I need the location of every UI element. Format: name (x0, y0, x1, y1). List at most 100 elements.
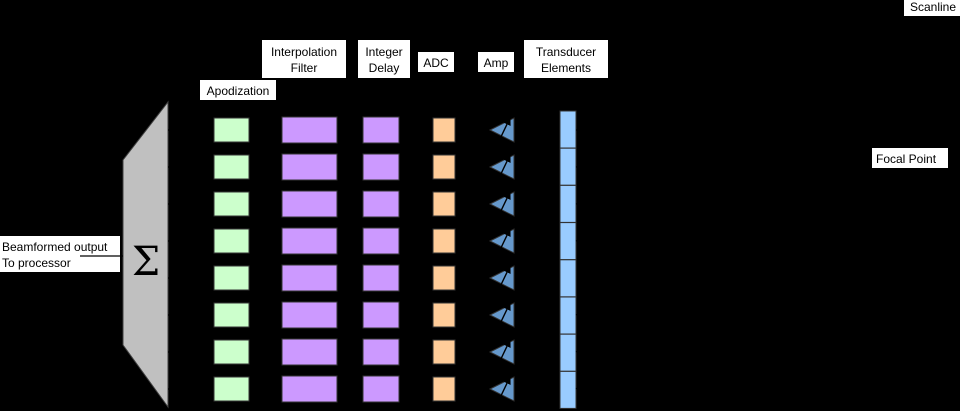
label-bg-amp (478, 52, 514, 72)
label-bg-apodization (200, 80, 276, 100)
integer-delay-block (362, 116, 400, 144)
beam-line (575, 127, 817, 242)
transducer-element (559, 370, 577, 409)
adc-block (432, 302, 456, 328)
label-bg-adc (418, 52, 454, 72)
transducer-label-line2: Elements (541, 61, 591, 75)
transducer-element (559, 184, 577, 223)
integer-delay-label-line1: Integer (365, 45, 402, 59)
amp-symbol (488, 191, 515, 217)
beam-line (575, 127, 817, 316)
summer-symbol: Σ (132, 239, 160, 285)
transducer-element (559, 110, 577, 149)
amp-label: Amp (484, 56, 509, 70)
focal-point-label: Focal Point (876, 152, 937, 166)
channel-7 (168, 333, 577, 372)
focal-point-dot (811, 123, 821, 133)
integer-delay-block (362, 190, 400, 218)
beam-line (575, 127, 817, 205)
interpolation-filter-block (281, 116, 338, 144)
adc-block (432, 265, 456, 291)
transducer-element (559, 147, 577, 186)
amp-gain-arrow (497, 191, 511, 218)
adc-block (432, 376, 456, 402)
beam-lines (575, 127, 817, 390)
apodization-block (213, 191, 250, 217)
channel-3 (168, 184, 577, 223)
interpolation-filter-block (281, 338, 338, 366)
amp-symbol (488, 376, 515, 402)
interpolation-filter-block (281, 264, 338, 292)
apodization-block (213, 265, 250, 291)
integer-delay-block (362, 264, 400, 292)
label-backgrounds (0, 0, 960, 272)
channel-1 (168, 110, 577, 149)
output-label-line2: To processor (2, 256, 71, 270)
label-bg-output (0, 236, 120, 272)
amp-symbol (488, 117, 515, 143)
transducer-element (559, 333, 577, 372)
integer-delay-block (362, 338, 400, 366)
amp-gain-arrow (497, 265, 511, 292)
apodization-block (213, 117, 250, 143)
label-bg-scanline (904, 0, 960, 16)
adc-block (432, 117, 456, 143)
amp-symbol (488, 154, 515, 180)
transducer-label-line1: Transducer (536, 45, 596, 59)
interpolation-filter-block (281, 153, 338, 181)
interpolation-filter-label-line2: Filter (291, 61, 318, 75)
beam-line (575, 127, 817, 131)
amp-symbol (488, 265, 515, 291)
interpolation-filter-block (281, 301, 338, 329)
integer-delay-block (362, 301, 400, 329)
channel-2 (168, 147, 577, 186)
summer-block (122, 100, 169, 409)
channel-4 (168, 222, 577, 261)
apodization-block (213, 228, 250, 254)
transducer-element (559, 259, 577, 298)
scanline-arrow (891, 25, 907, 69)
focal-point-arrow (825, 135, 871, 159)
amp-gain-arrow (497, 302, 511, 329)
interpolation-filter-block (281, 190, 338, 218)
label-bg-transducer (524, 40, 608, 78)
channels (168, 110, 577, 409)
adc-label: ADC (423, 56, 449, 70)
adc-block (432, 339, 456, 365)
integer-delay-block (362, 375, 400, 403)
adc-block (432, 154, 456, 180)
integer-delay-label-line2: Delay (369, 61, 400, 75)
apodization-label: Apodization (207, 84, 270, 98)
interpolation-filter-block (281, 375, 338, 403)
beam-line (575, 127, 817, 168)
apodization-block (213, 339, 250, 365)
apodization-block (213, 376, 250, 402)
amp-gain-arrow (497, 154, 511, 181)
amp-gain-arrow (497, 339, 511, 366)
transducer-element (559, 296, 577, 335)
label-bg-interpolation (262, 40, 346, 78)
amp-symbol (488, 339, 515, 365)
transducer-element (559, 222, 577, 261)
integer-delay-block (362, 153, 400, 181)
amp-gain-arrow (497, 228, 511, 255)
interpolation-filter-label-line1: Interpolation (271, 45, 337, 59)
amp-symbol (488, 302, 515, 328)
channel-8 (168, 370, 577, 409)
amp-gain-arrow (497, 376, 511, 403)
beam-line (575, 127, 817, 353)
amp-symbol (488, 228, 515, 254)
adc-block (432, 228, 456, 254)
output-label-line1: Beamformed output (2, 240, 108, 254)
beam-line (575, 127, 817, 390)
label-bg-focal-point (872, 148, 948, 168)
interpolation-filter-block (281, 227, 338, 255)
adc-block (432, 191, 456, 217)
channel-5 (168, 259, 577, 298)
channel-6 (168, 296, 577, 335)
label-bg-integer-delay (358, 40, 410, 78)
amp-gain-arrow (497, 117, 511, 144)
apodization-block (213, 302, 250, 328)
